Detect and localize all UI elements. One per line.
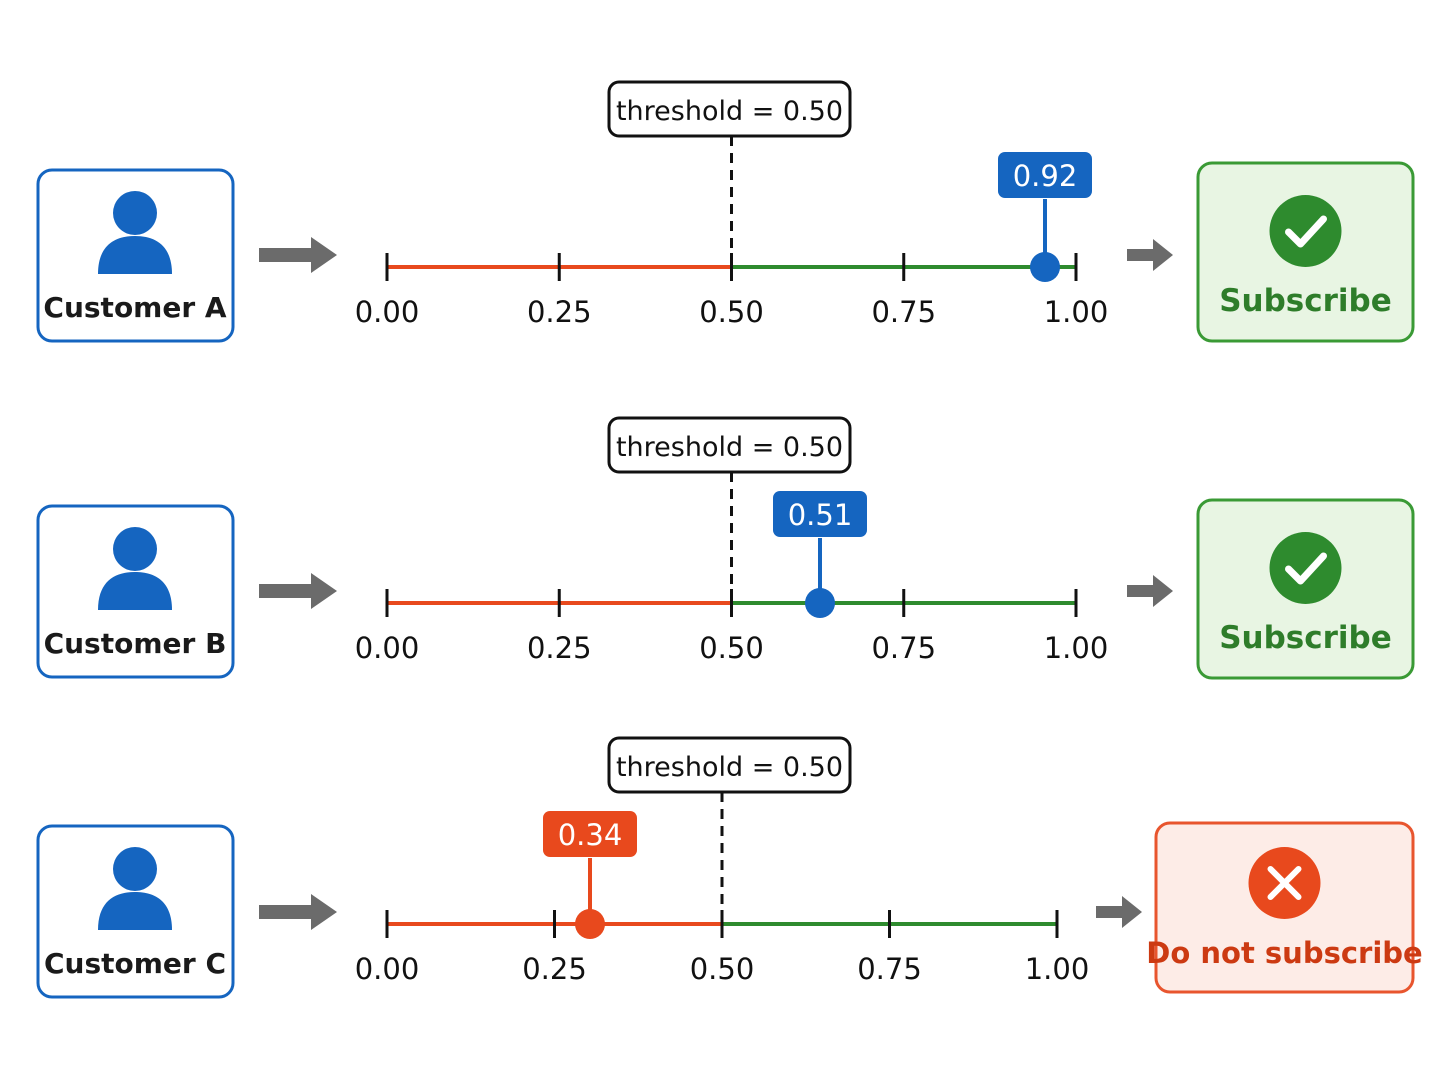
row-1: Customer A 0.00 0.25 0.50 0.75 1.00 threshold … — [36, 80, 1415, 343]
score-label-box — [543, 811, 637, 857]
axis-tick-label: 0.75 — [871, 631, 936, 665]
customer-card: Customer B — [36, 504, 235, 679]
row-2: Customer B 0.00 0.25 0.50 0.75 1.00 threshold … — [36, 416, 1415, 680]
flow-arrow-icon — [259, 573, 337, 609]
subscribe-decision-card: Subscribe — [1196, 161, 1415, 343]
axis-tick-label: 1.00 — [1044, 295, 1109, 329]
decision-label: Subscribe — [1219, 620, 1392, 656]
axis-tick-label: 1.00 — [1025, 952, 1090, 986]
person-body — [98, 572, 172, 610]
check-circle-icon — [1269, 532, 1342, 604]
axis-tick-label: 0.50 — [690, 952, 755, 986]
x-circle-icon — [1248, 847, 1321, 919]
customer-label: Customer B — [44, 627, 227, 660]
person-body — [98, 236, 172, 274]
axis-tick-label: 0.00 — [355, 631, 420, 665]
person-head — [113, 191, 157, 235]
axis-tick-label: 0.25 — [522, 952, 587, 986]
score-marker-dot — [575, 909, 605, 939]
flow-arrow-icon — [1096, 896, 1142, 928]
axis-tick-label: 0.25 — [527, 295, 592, 329]
score-label-box — [773, 491, 867, 537]
axis-tick-label: 0.50 — [699, 631, 764, 665]
axis-tick-label: 1.00 — [1044, 631, 1109, 665]
person-head — [113, 527, 157, 571]
threshold-box — [607, 416, 852, 474]
threshold-label: threshold = 0.50 — [616, 432, 843, 463]
person-body — [98, 892, 172, 930]
check-circle — [1269, 532, 1342, 604]
flow-arrow-icon — [1127, 575, 1173, 607]
threshold-box — [607, 80, 852, 138]
decision-label: Subscribe — [1219, 283, 1392, 319]
reject-decision-card: Do not subscribe — [1146, 821, 1423, 994]
threshold-label: threshold = 0.50 — [616, 96, 843, 127]
subscribe-decision-card: Subscribe — [1196, 498, 1415, 680]
flow-arrow-icon — [1127, 239, 1173, 271]
axis-tick-label: 0.75 — [871, 295, 936, 329]
axis-tick-label: 0.50 — [699, 295, 764, 329]
score-label: 0.51 — [788, 498, 853, 532]
check-mark — [1285, 215, 1327, 248]
score-label-box — [998, 152, 1092, 198]
customer-label: Customer A — [43, 291, 226, 324]
flow-arrow-icon — [259, 237, 337, 273]
score-label: 0.34 — [558, 818, 623, 852]
customer-card: Customer C — [36, 824, 235, 999]
axis-tick-label: 0.25 — [527, 631, 592, 665]
axis-tick-label: 0.75 — [857, 952, 922, 986]
x-mark — [1267, 866, 1302, 900]
check-mark — [1285, 552, 1327, 585]
customer-card: Customer A — [36, 168, 235, 343]
score-marker-dot — [805, 588, 835, 618]
check-circle — [1269, 195, 1342, 267]
check-circle-icon — [1269, 195, 1342, 267]
score-label: 0.92 — [1013, 159, 1078, 193]
person-icon — [98, 527, 172, 610]
customer-label: Customer C — [44, 947, 226, 980]
threshold-box — [607, 736, 852, 794]
row-3: Customer C 0.00 0.25 0.50 0.75 1.00 threshold … — [36, 736, 1423, 999]
person-head — [113, 847, 157, 891]
axis-tick-label: 0.00 — [355, 295, 420, 329]
person-icon — [98, 847, 172, 930]
score-marker-dot — [1030, 252, 1060, 282]
threshold-label: threshold = 0.50 — [616, 752, 843, 783]
axis-tick-label: 0.00 — [355, 952, 420, 986]
person-icon — [98, 191, 172, 274]
flow-arrow-icon — [259, 894, 337, 930]
decision-label: Do not subscribe — [1146, 936, 1422, 970]
